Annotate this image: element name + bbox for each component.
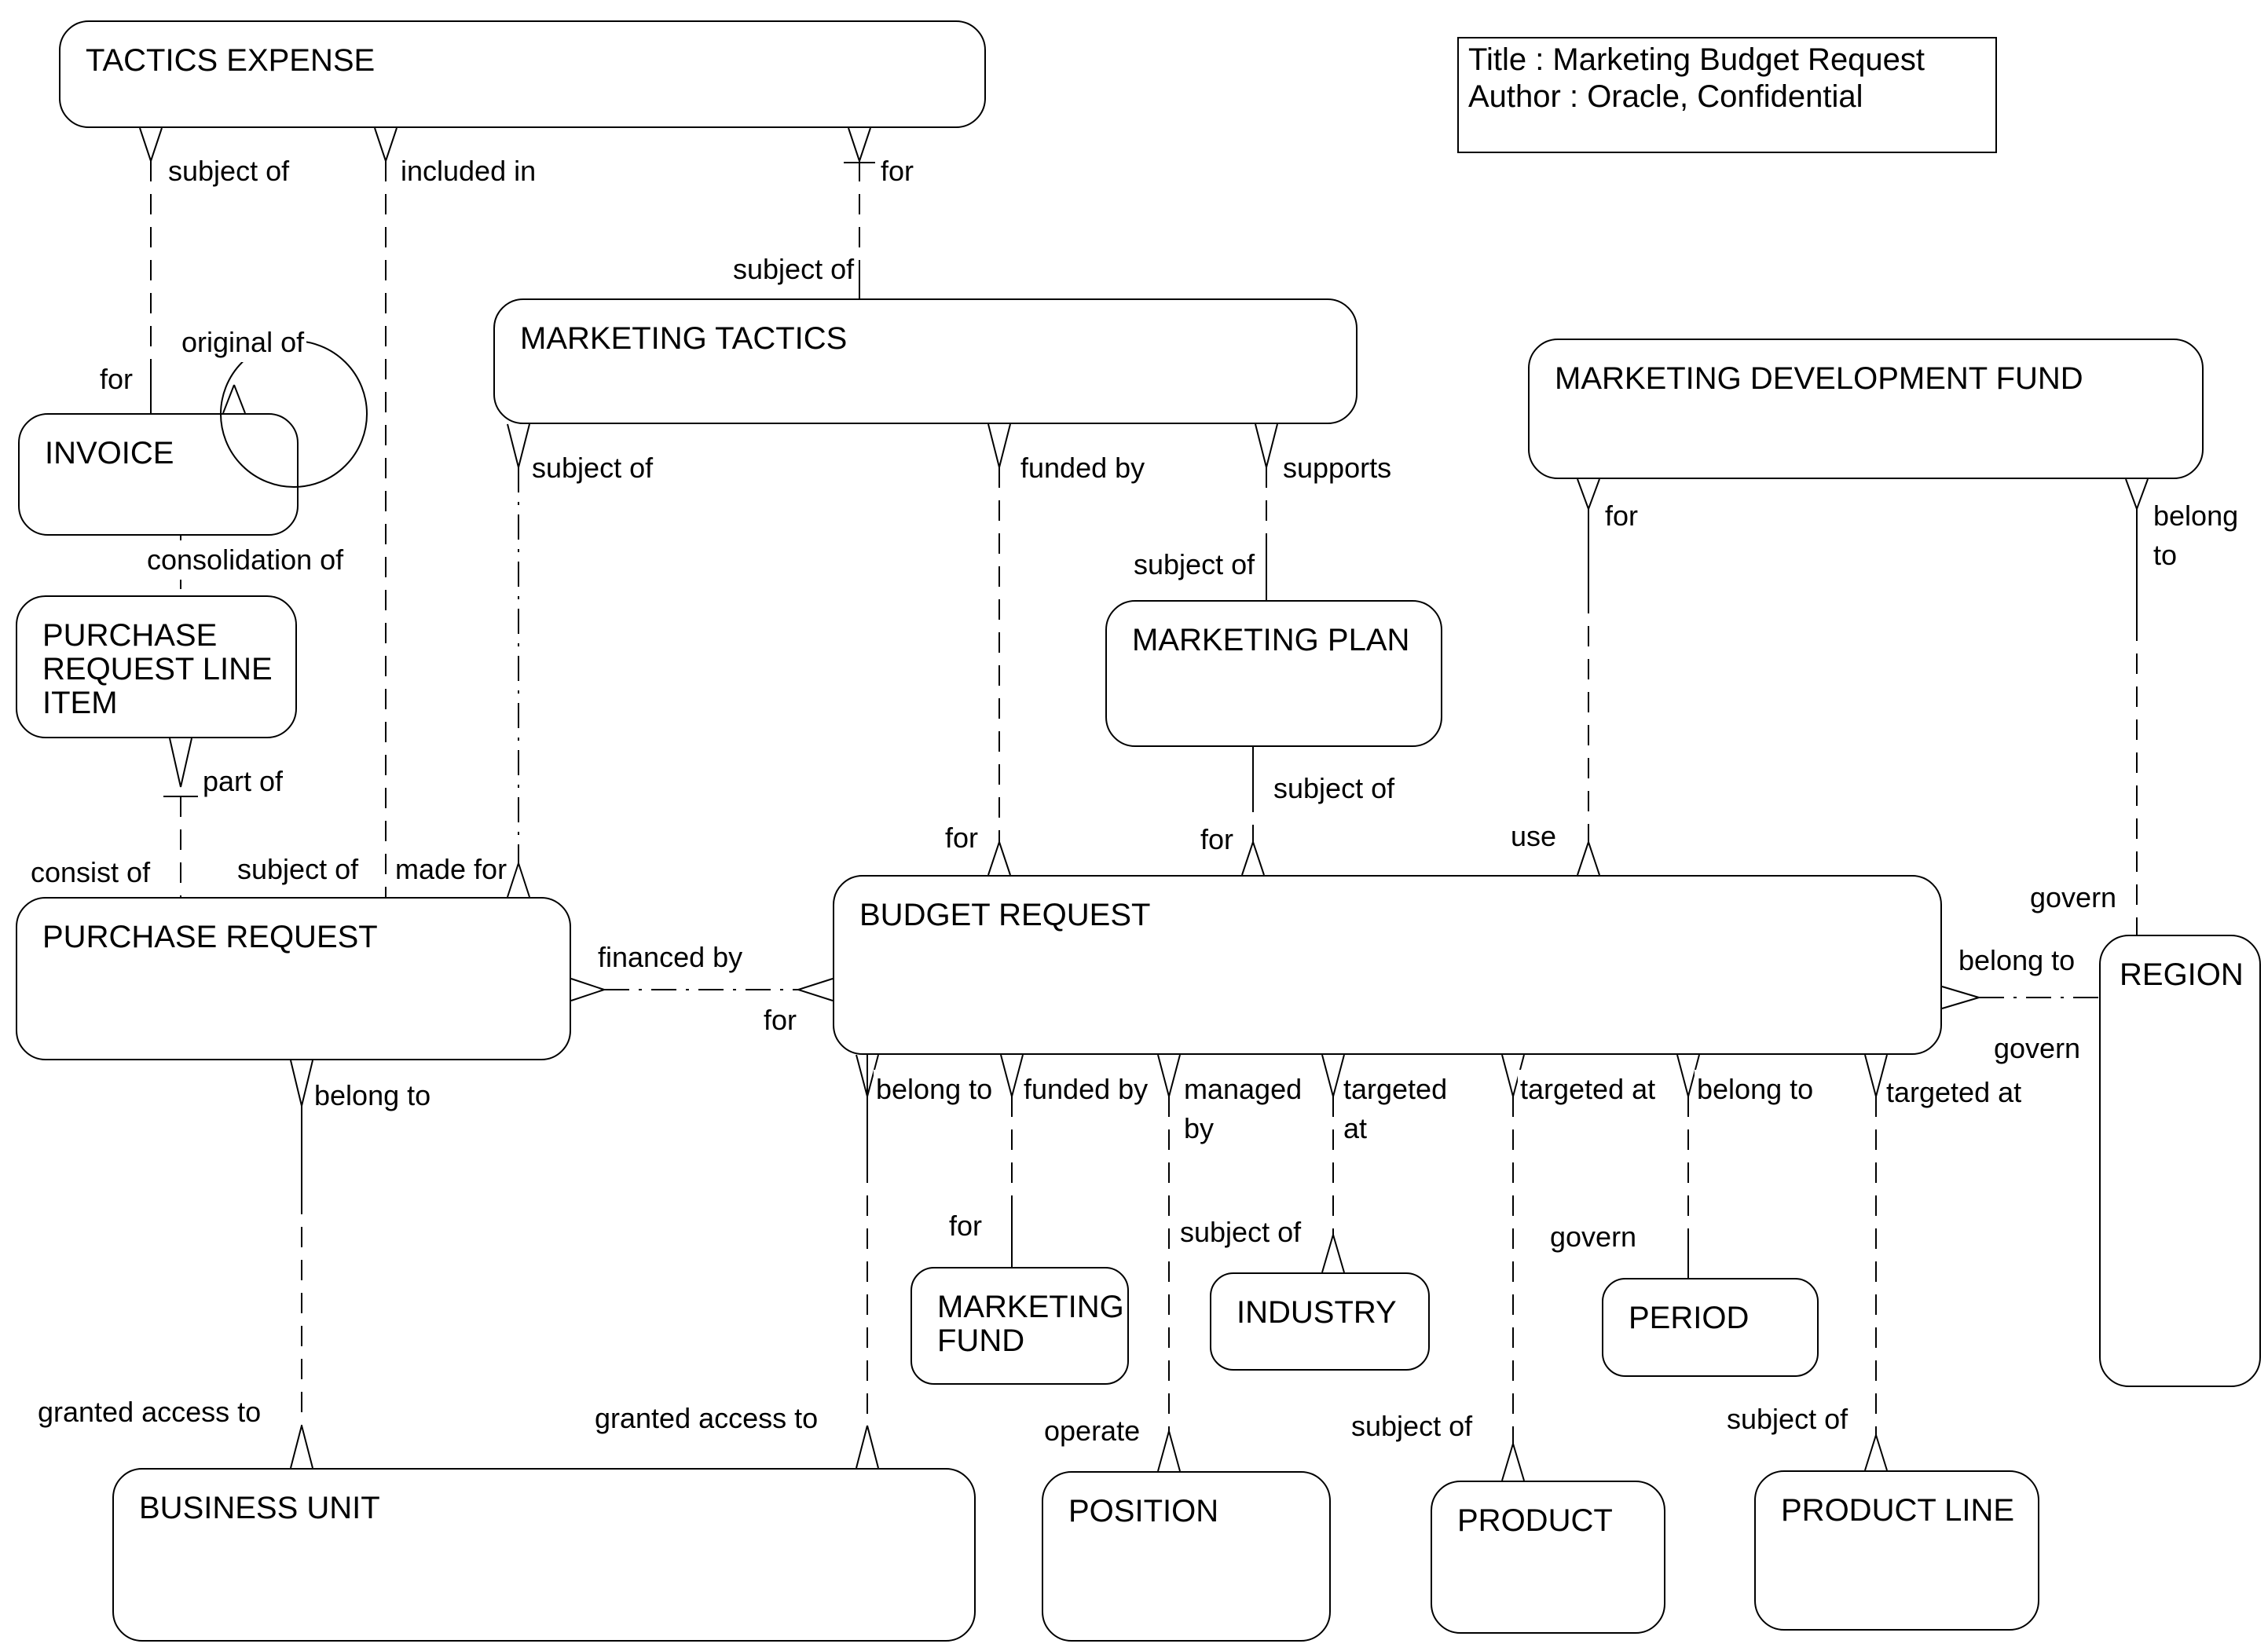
rel-label-br-mt-for: for [943, 818, 981, 858]
rel-label-br-bu-belong-to: belong to [874, 1070, 995, 1109]
rel-tacticsexpense-invoice-foot [139, 127, 163, 413]
entity-budget-request[interactable]: BUDGET REQUEST [833, 875, 1942, 1055]
rel-label-br-mf-funded-by: funded by [1021, 1070, 1151, 1109]
rel-label-br-industry-targeted-at: targeted at [1341, 1070, 1450, 1148]
rel-prlineitem-purchaserequest-foot [163, 738, 198, 797]
entity-product-line[interactable]: PRODUCT LINE [1754, 1470, 2039, 1631]
rel-budgetrequest-position-feet [1157, 1054, 1181, 1472]
diagram-title-line: Title : Marketing Budget Request [1468, 42, 1925, 77]
diagram-title-box: Title : Marketing Budget Request Author … [1457, 37, 1997, 153]
rel-label-mf-br-for: for [947, 1206, 985, 1246]
rel-label-te-mt-for: for [878, 152, 917, 191]
rel-label-bu-br-granted-access-to: granted access to [592, 1399, 821, 1438]
entity-region[interactable]: REGION [2099, 935, 2261, 1387]
rel-marketingtactics-marketingplan-foot [1255, 423, 1278, 600]
rel-marketingtactics-budgetrequest-feet [987, 423, 1011, 876]
rel-label-br-pr-for: for [761, 1001, 800, 1040]
rel-budgetrequest-businessunit-feet [856, 1054, 879, 1469]
rel-marketingplan-budgetrequest-foot [1241, 747, 1265, 876]
rel-label-pr-consist-of: consist of [28, 853, 153, 892]
rel-label-product-subject-of: subject of [1349, 1407, 1475, 1446]
entity-tactics-expense[interactable]: TACTICS EXPENSE [59, 20, 986, 128]
rel-label-mp-mt-subject-of: subject of [1131, 545, 1258, 584]
entity-business-unit[interactable]: BUSINESS UNIT [112, 1468, 976, 1642]
rel-budgetrequest-region-foot [1941, 986, 1980, 1009]
entity-purchase-request-line-item[interactable]: PURCHASE REQUEST LINE ITEM [16, 595, 297, 738]
diagram-author-line: Author : Oracle, Confidential [1468, 79, 1863, 115]
rel-label-br-period-belong-to: belong to [1695, 1070, 1816, 1109]
entity-marketing-tactics[interactable]: MARKETING TACTICS [493, 298, 1358, 424]
rel-label-mt-te-subject-of: subject of [731, 250, 857, 289]
rel-label-br-mdf-use: use [1508, 817, 1559, 856]
rel-label-invoice-consolidation-of: consolidation of [145, 540, 346, 580]
rel-label-br-product-targeted-at: targeted at [1518, 1070, 1658, 1109]
rel-tacticsexpense-purchaserequest-foot [374, 127, 398, 162]
rel-label-invoice-te-for: for [97, 360, 136, 399]
rel-label-mdf-br-for: for [1603, 496, 1641, 536]
rel-label-invoice-original-of: original of [179, 323, 307, 362]
rel-label-mt-mp-supports: supports [1281, 448, 1394, 488]
rel-budgetrequest-productline-feet [1864, 1054, 1888, 1471]
rel-label-productline-subject-of: subject of [1724, 1400, 1851, 1439]
entity-invoice[interactable]: INVOICE [18, 413, 299, 536]
entity-marketing-fund[interactable]: MARKETING FUND [910, 1267, 1129, 1385]
entity-marketing-development-fund[interactable]: MARKETING DEVELOPMENT FUND [1528, 339, 2204, 479]
rel-label-pr-mt-made-for: made for [393, 850, 510, 889]
rel-label-region-mdf-govern: govern [2028, 878, 2120, 917]
rel-label-industry-subject-of: subject of [1178, 1213, 1304, 1252]
entity-purchase-request[interactable]: PURCHASE REQUEST [16, 897, 571, 1060]
rel-purchaserequest-budgetrequest-feet [570, 978, 834, 1001]
entity-product[interactable]: PRODUCT [1431, 1481, 1665, 1634]
rel-label-period-govern: govern [1548, 1217, 1640, 1257]
rel-label-br-productline-targeted-at: targeted at [1884, 1073, 2024, 1112]
rel-label-br-position-managed-by: managed by [1182, 1070, 1305, 1148]
rel-label-position-operate: operate [1042, 1411, 1143, 1451]
rel-marketingtactics-purchaserequest-feet [507, 423, 530, 898]
rel-label-mt-pr-subject-of: subject of [529, 448, 656, 488]
rel-mdf-budgetrequest-feet [1577, 478, 1600, 876]
rel-budgetrequest-product-feet [1501, 1054, 1525, 1481]
rel-label-pr-bu-belong-to: belong to [312, 1076, 434, 1115]
entity-position[interactable]: POSITION [1042, 1471, 1331, 1642]
rel-invoice-self-foot [222, 384, 246, 414]
rel-label-br-region-belong-to: belong to [1956, 941, 2078, 980]
entity-period[interactable]: PERIOD [1602, 1278, 1819, 1377]
rel-label-pr-br-financed-by: financed by [595, 938, 746, 977]
rel-label-mp-br-subject-of: subject of [1271, 769, 1398, 808]
rel-purchaserequest-businessunit-feet [290, 1060, 313, 1469]
rel-budgetrequest-marketingfund-foot [1000, 1054, 1024, 1267]
rel-mdf-region-foot [2125, 478, 2149, 620]
rel-label-br-mp-for: for [1198, 820, 1237, 859]
rel-label-prli-part-of: part of [200, 762, 286, 801]
rel-label-mdf-region-belong-to: belong to [2151, 496, 2268, 575]
entity-marketing-plan[interactable]: MARKETING PLAN [1105, 600, 1442, 747]
rel-label-pr-te-subject-of: subject of [235, 850, 361, 889]
rel-label-region-br-govern: govern [1991, 1029, 2083, 1068]
rel-label-bu-pr-granted-access-to: granted access to [35, 1393, 264, 1432]
rel-label-te-pr-included-in: included in [398, 152, 539, 191]
rel-label-te-invoice-subject-of: subject of [166, 152, 292, 191]
rel-label-mt-br-funded-by: funded by [1018, 448, 1148, 488]
entity-industry[interactable]: INDUSTRY [1210, 1272, 1430, 1371]
